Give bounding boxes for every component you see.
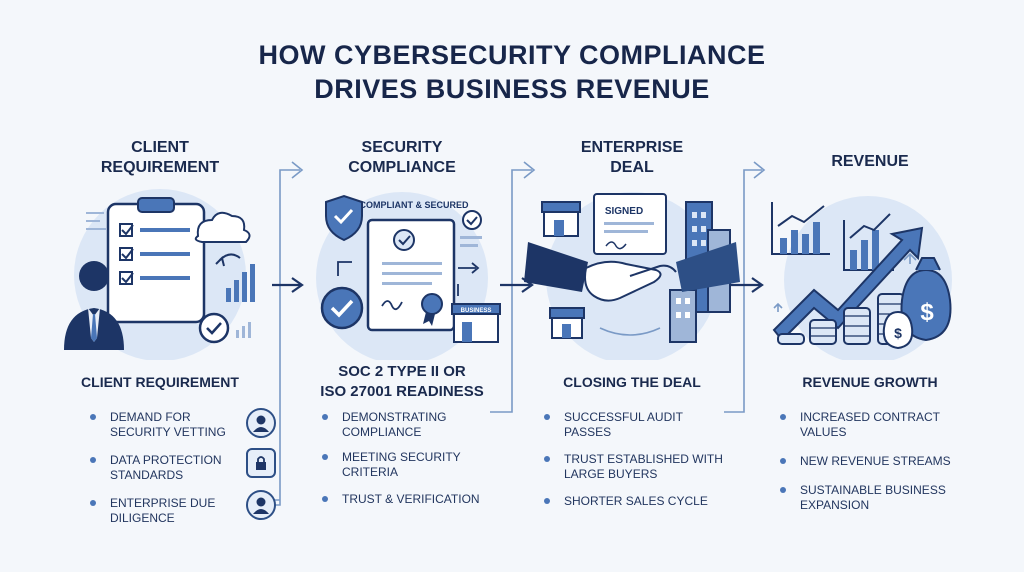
list-item: ENTERPRISE DUE DILIGENCE bbox=[86, 496, 236, 526]
compliance-badge-text: COMPLIANT & SECURED bbox=[359, 200, 469, 210]
building-icon bbox=[669, 289, 697, 343]
column-security-compliance: SECURITY COMPLIANCE COMPLIANT & SECURED bbox=[282, 0, 522, 572]
handshake-icon bbox=[524, 242, 740, 302]
list-item: MEETING SECURITY CRITERIA bbox=[318, 450, 508, 480]
compliance-document-illustration: COMPLIANT & SECURED bbox=[282, 180, 522, 360]
bullet-list: DEMAND FOR SECURITY VETTING DATA PROTECT… bbox=[86, 410, 236, 536]
title-line-2: DRIVES BUSINESS REVENUE bbox=[314, 74, 710, 104]
column-revenue: REVENUE bbox=[750, 0, 990, 572]
column-heading: SECURITY COMPLIANCE bbox=[348, 139, 456, 176]
check-circle-icon bbox=[320, 286, 364, 330]
svg-text:$: $ bbox=[894, 325, 902, 341]
svg-text:BUSINESS: BUSINESS bbox=[461, 308, 492, 314]
user-icon bbox=[246, 490, 276, 520]
revenue-growth-illustration: $ $ bbox=[750, 180, 990, 360]
stage-label: CLIENT REQUIREMENT bbox=[81, 374, 239, 390]
checkmark-badge-icon bbox=[198, 312, 230, 344]
list-item: DEMAND FOR SECURITY VETTING bbox=[86, 410, 236, 440]
svg-text:$: $ bbox=[920, 299, 934, 326]
column-heading: CLIENT REQUIREMENT bbox=[100, 139, 220, 176]
cloud-icon bbox=[194, 211, 251, 243]
shop-icon bbox=[541, 201, 581, 237]
flow-arrow bbox=[291, 277, 304, 293]
businessman-icon bbox=[64, 261, 124, 350]
column-heading: REVENUE bbox=[831, 153, 909, 170]
bullet-list: INCREASED CONTRACT VALUES NEW REVENUE ST… bbox=[776, 410, 966, 523]
list-item: INCREASED CONTRACT VALUES bbox=[776, 410, 966, 440]
growth-arrow-icon bbox=[772, 226, 924, 342]
lock-shield-icon bbox=[246, 448, 276, 478]
bullet-list: DEMONSTRATING COMPLIANCE MEETING SECURIT… bbox=[318, 410, 508, 517]
arrow-head bbox=[523, 161, 536, 179]
shop-icon bbox=[549, 307, 585, 339]
list-item: SUCCESSFUL AUDIT PASSES bbox=[540, 410, 730, 440]
stage-label: SOC 2 TYPE II or ISO 27001 READINESS bbox=[320, 363, 484, 400]
list-item: SUSTAINABLE BUSINESS EXPANSION bbox=[776, 483, 966, 513]
clipboard-person-illustration bbox=[40, 180, 280, 360]
shield-check-icon bbox=[325, 194, 363, 242]
money-bag-icon: $ bbox=[900, 257, 952, 342]
list-item: TRUST ESTABLISHED WITH LARGE BUYERS bbox=[540, 452, 730, 482]
column-heading: ENTERPRISE DEAL bbox=[580, 139, 684, 176]
award-ribbon-icon bbox=[421, 293, 443, 326]
clipboard-icon bbox=[106, 202, 206, 324]
check-circle-small-icon bbox=[462, 210, 482, 230]
title-line-1: HOW CYBERSECURITY COMPLIANCE bbox=[258, 40, 766, 70]
bar-chart-icon bbox=[226, 264, 255, 302]
svg-text:SIGNED: SIGNED bbox=[605, 206, 643, 217]
stage-label: CLOSING THE DEAL bbox=[563, 374, 701, 390]
arrow-head bbox=[753, 161, 766, 179]
connector-line bbox=[490, 169, 532, 413]
bullet-list: SUCCESSFUL AUDIT PASSES TRUST ESTABLISHE… bbox=[540, 410, 730, 519]
page-title: HOW CYBERSECURITY COMPLIANCE DRIVES BUSI… bbox=[0, 38, 1024, 106]
list-item: TRUST & VERIFICATION bbox=[318, 492, 508, 507]
money-bag-icon: $ bbox=[882, 310, 914, 350]
stage-label: REVENUE GROWTH bbox=[802, 374, 938, 390]
bar-chart-icon bbox=[771, 202, 830, 255]
list-item: SHORTER SALES CYCLE bbox=[540, 494, 730, 509]
user-icon bbox=[246, 408, 276, 438]
handshake-deal-illustration: SIGNED bbox=[512, 180, 752, 360]
list-item: NEW REVENUE STREAMS bbox=[776, 454, 966, 469]
column-enterprise-deal: ENTERPRISE DEAL SIGNED bbox=[512, 0, 752, 572]
column-client-requirement: CLIENT REQUIREMENT bbox=[40, 0, 280, 572]
flow-arrow bbox=[751, 277, 764, 293]
arrow-head bbox=[291, 161, 304, 179]
storefront-icon: BUSINESS bbox=[451, 303, 501, 343]
list-item: DEMONSTRATING COMPLIANCE bbox=[318, 410, 508, 440]
list-item: DATA PROTECTION STANDARDS bbox=[86, 453, 236, 483]
signed-document-icon: SIGNED bbox=[593, 193, 667, 255]
connector-line bbox=[724, 169, 762, 413]
